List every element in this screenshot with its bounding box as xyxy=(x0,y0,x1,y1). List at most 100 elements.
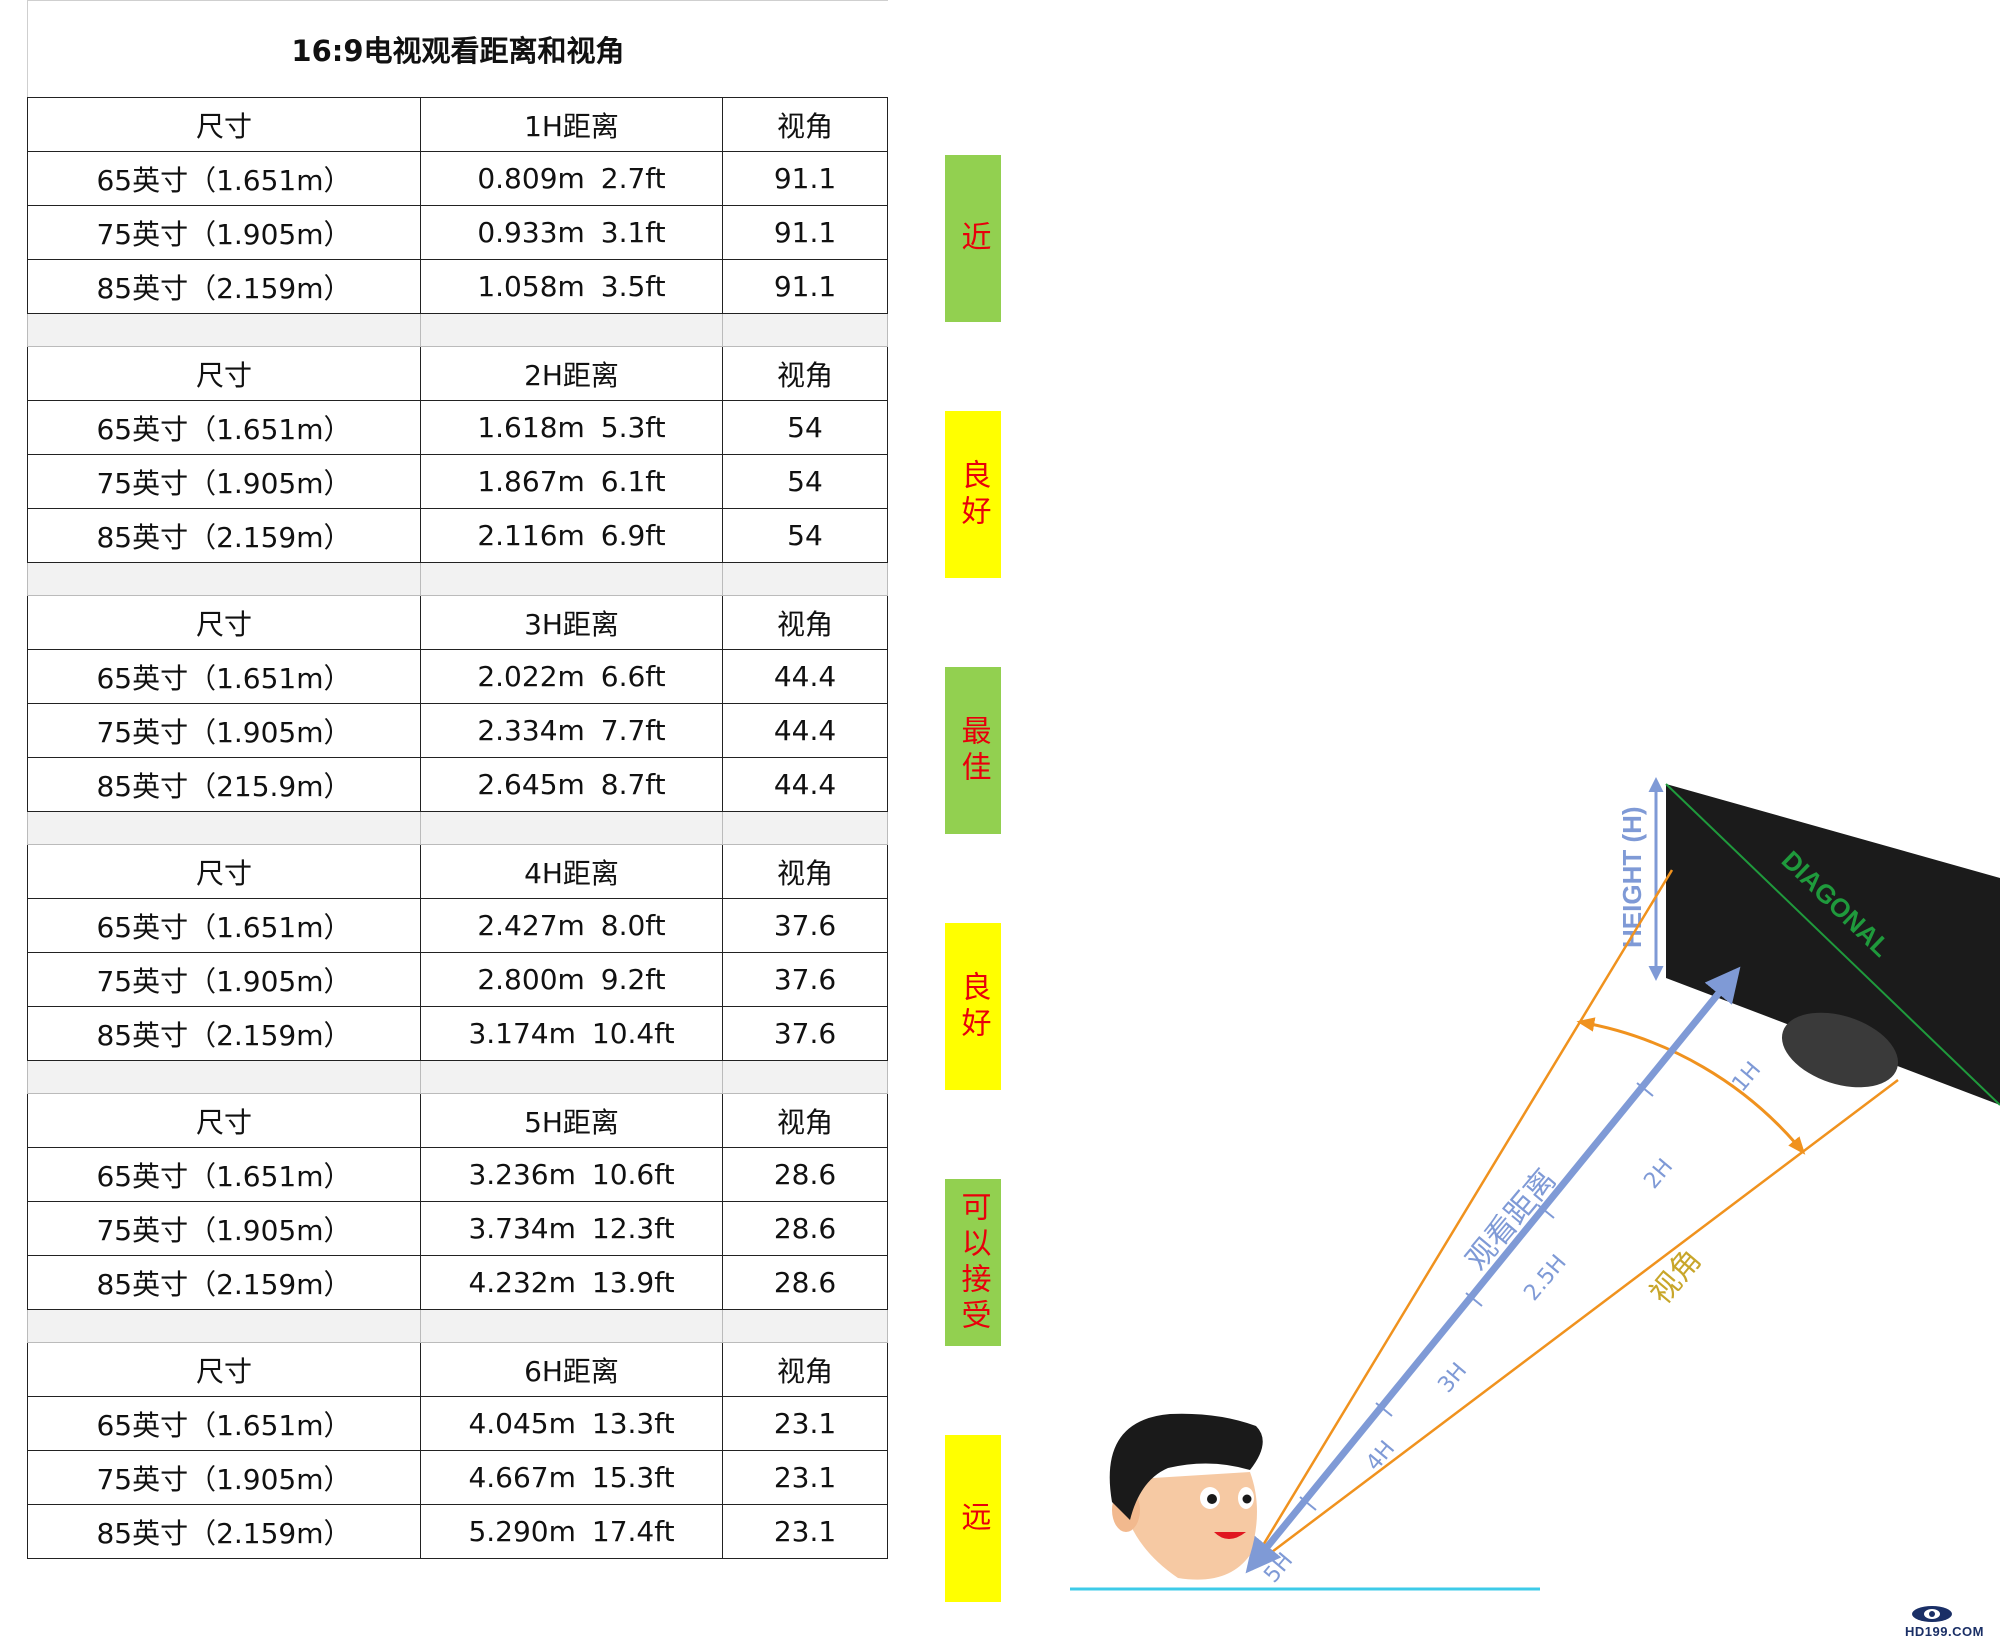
cell-size: 85英寸（2.159m） xyxy=(27,1504,421,1559)
cell-distance: 2.800m 9.2ft xyxy=(420,952,723,1007)
header-angle: 视角 xyxy=(722,346,888,401)
rating-badge-label: 可以接受 xyxy=(955,1190,991,1335)
separator-cell xyxy=(420,1309,723,1343)
header-size: 尺寸 xyxy=(27,97,421,152)
distance-feet: 5.3ft xyxy=(600,411,666,444)
distance-arrow xyxy=(1245,966,1741,1574)
cell-size: 85英寸（2.159m） xyxy=(27,1255,421,1310)
cell-size: 85英寸（2.159m） xyxy=(27,259,421,314)
distance-meters: 3.236m xyxy=(468,1158,576,1191)
cell-angle: 28.6 xyxy=(722,1201,888,1256)
distance-feet: 6.1ft xyxy=(600,465,666,498)
rating-badge: 可以接受 xyxy=(945,1179,1001,1346)
cell-size: 75英寸（1.905m） xyxy=(27,454,421,509)
distance-feet: 9.2ft xyxy=(600,963,666,996)
tick-3h xyxy=(1375,1402,1393,1417)
tick-4h xyxy=(1299,1496,1317,1511)
header-distance: 1H距离 xyxy=(420,97,723,152)
cell-size: 75英寸（1.905m） xyxy=(27,205,421,260)
tick-label-2h: 2H xyxy=(1639,1154,1678,1193)
distance-meters: 2.645m xyxy=(477,768,585,801)
cell-size: 75英寸（1.905m） xyxy=(27,1450,421,1505)
rating-badge-label: 良好 xyxy=(955,458,991,531)
distance-meters: 1.867m xyxy=(477,465,585,498)
cell-angle: 44.4 xyxy=(722,757,888,812)
separator-cell xyxy=(27,1309,421,1343)
distance-meters: 2.334m xyxy=(477,714,585,747)
rating-badge: 良好 xyxy=(945,411,1001,578)
header-size: 尺寸 xyxy=(27,844,421,899)
tick-1h xyxy=(1636,1082,1654,1097)
distance-meters: 3.174m xyxy=(468,1017,576,1050)
angle-arc xyxy=(1576,1017,1806,1155)
cell-angle: 37.6 xyxy=(722,898,888,953)
cell-angle: 54 xyxy=(722,400,888,455)
cell-size: 85英寸（215.9m） xyxy=(27,757,421,812)
table-row: 75英寸（1.905m） 1.867m 6.1ft 54 xyxy=(27,454,888,509)
cell-angle: 54 xyxy=(722,454,888,509)
separator-cell xyxy=(722,313,888,347)
viewer-head-icon xyxy=(1109,1413,1263,1580)
cell-angle: 91.1 xyxy=(722,259,888,314)
header-angle: 视角 xyxy=(722,1093,888,1148)
tick-label-1h: 1H xyxy=(1727,1057,1766,1096)
rating-badge-label: 远 xyxy=(955,1500,991,1537)
table-separator-row xyxy=(27,1060,888,1094)
header-distance: 2H距离 xyxy=(420,346,723,401)
separator-cell xyxy=(420,313,723,347)
distance-feet: 7.7ft xyxy=(600,714,666,747)
distance-meters: 5.290m xyxy=(468,1515,576,1548)
distance-meters: 0.809m xyxy=(477,162,585,195)
header-distance: 6H距离 xyxy=(420,1342,723,1397)
cell-angle: 37.6 xyxy=(722,952,888,1007)
angle-line-top xyxy=(1246,869,1674,1571)
separator-cell xyxy=(27,811,421,845)
header-angle: 视角 xyxy=(722,844,888,899)
separator-cell xyxy=(420,1060,723,1094)
separator-cell xyxy=(420,562,723,596)
tick-label-2-5h: 2.5H xyxy=(1519,1250,1571,1306)
cell-angle: 23.1 xyxy=(722,1396,888,1451)
table-title: 16:9电视观看距离和视角 xyxy=(27,0,888,97)
distance-feet: 6.6ft xyxy=(600,660,666,693)
distance-meters: 4.667m xyxy=(468,1461,576,1494)
angle-label: 视角 xyxy=(1643,1243,1708,1311)
tick-2-5h xyxy=(1465,1292,1483,1307)
height-label: HEIGHT (H) xyxy=(1617,806,1647,948)
distance-meters: 2.800m xyxy=(477,963,585,996)
cell-angle: 54 xyxy=(722,508,888,563)
viewing-diagram: DIAGONAL HEIGHT (H) 1H 2H 2.5H 3H 4H 5H … xyxy=(1070,777,2000,1591)
separator-cell xyxy=(420,811,723,845)
cell-angle: 44.4 xyxy=(722,703,888,758)
distance-feet: 13.3ft xyxy=(591,1407,675,1440)
table-separator-row xyxy=(27,1309,888,1343)
distance-feet: 8.0ft xyxy=(600,909,666,942)
distance-meters: 4.232m xyxy=(468,1266,576,1299)
cell-angle: 23.1 xyxy=(722,1504,888,1559)
header-size: 尺寸 xyxy=(27,1093,421,1148)
distance-meters: 1.058m xyxy=(477,270,585,303)
cell-angle: 37.6 xyxy=(722,1006,888,1061)
tick-2h xyxy=(1537,1204,1555,1219)
